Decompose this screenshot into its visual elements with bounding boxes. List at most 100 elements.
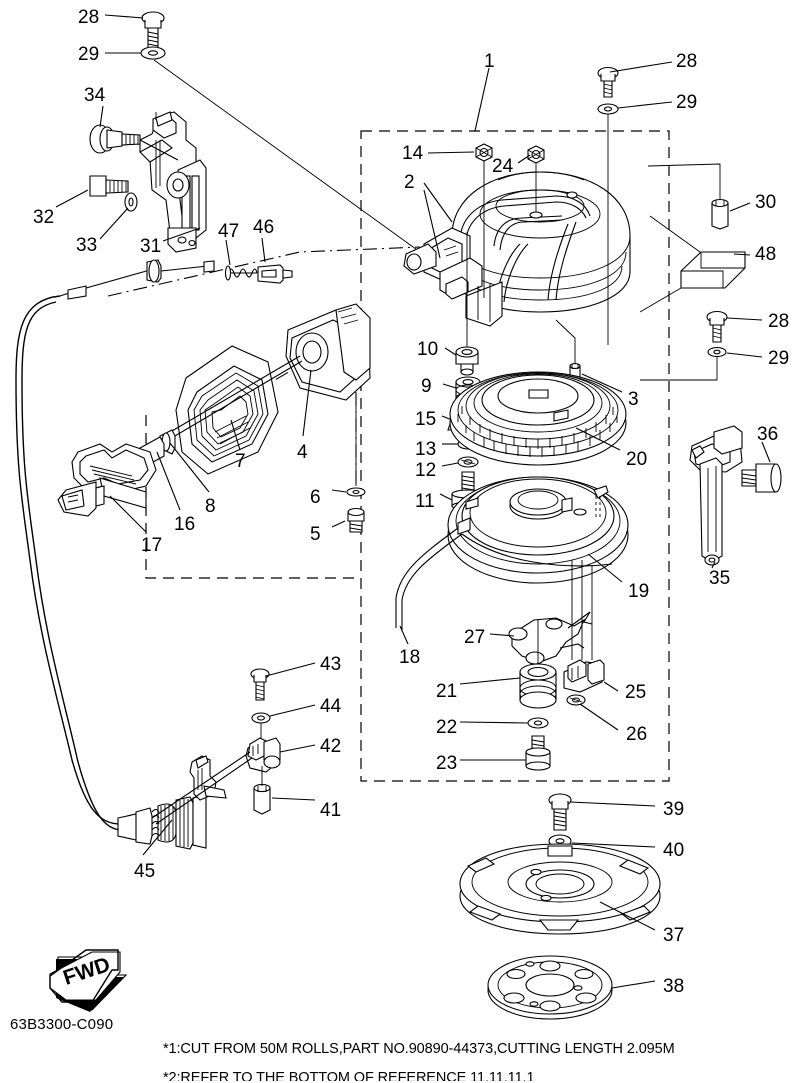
callout-label-38: 38	[663, 976, 685, 997]
callout-label-29a: 29	[78, 44, 100, 65]
callout-label-29c: 29	[768, 348, 790, 369]
leader-29b	[617, 101, 673, 109]
callout-label-23: 23	[436, 753, 458, 774]
callout-label-2: 2	[404, 172, 415, 193]
leader-6	[331, 489, 347, 493]
part-12-washer	[457, 456, 479, 468]
callout-label-24: 24	[492, 156, 514, 177]
fwd-direction-marker: FWD	[49, 949, 128, 1012]
callout-label-46: 46	[253, 217, 275, 238]
footnote-2: *2:REFER TO THE BOTTOM OF REFERENCE 11.1…	[163, 1070, 535, 1081]
leader-28c	[726, 317, 763, 321]
callout-label-14: 14	[402, 143, 424, 164]
callout-label-47: 47	[218, 221, 240, 242]
part-14-nut	[475, 143, 493, 162]
part-28-bolt-right	[706, 310, 728, 343]
part-30-bushing	[711, 198, 729, 230]
callout-label-19: 19	[628, 581, 650, 602]
leader-24	[517, 154, 531, 164]
leader-41	[271, 797, 316, 801]
leader-30	[729, 202, 751, 212]
leader-26	[579, 703, 619, 731]
callout-label-32: 32	[33, 207, 55, 228]
callout-label-28c: 28	[768, 311, 790, 332]
leader-8	[169, 442, 210, 493]
part-17-hook-bracket	[57, 443, 157, 517]
callout-label-25: 25	[625, 682, 647, 703]
leader-5	[331, 520, 346, 528]
leader-43	[265, 662, 316, 677]
callout-label-22: 22	[436, 717, 458, 738]
callout-label-44: 44	[320, 696, 342, 717]
leader-10	[444, 347, 457, 356]
part-7-handle	[175, 345, 279, 475]
leader-2	[423, 182, 453, 223]
leader-44	[269, 704, 316, 717]
part-19-sheave-drum	[447, 476, 629, 584]
part-39-bolt	[548, 793, 572, 831]
part-29-washer-top-left	[140, 46, 166, 60]
leader-39	[569, 801, 656, 807]
leader-7	[230, 419, 241, 451]
group-boundary-1	[360, 130, 670, 782]
part-21-bushing	[519, 663, 557, 709]
part-33-washer	[124, 192, 138, 212]
part-26-clip	[566, 694, 586, 706]
leader-14	[427, 151, 475, 154]
leader-9	[442, 383, 457, 389]
leader-38	[611, 980, 656, 989]
leader-34	[99, 105, 104, 128]
callout-label-34: 34	[84, 85, 106, 106]
callout-label-36: 36	[757, 424, 779, 445]
part-43-bolt	[250, 668, 270, 701]
leader-21	[459, 677, 521, 685]
callout-label-40: 40	[663, 840, 685, 861]
part-46-grommet	[257, 264, 293, 284]
callout-label-7: 7	[235, 451, 246, 472]
leader-33	[99, 207, 129, 240]
callout-label-15: 15	[415, 409, 437, 430]
leader-17	[109, 495, 147, 533]
callout-label-5: 5	[310, 524, 321, 545]
callout-label-17: 17	[141, 535, 163, 556]
leader-28a	[104, 14, 144, 19]
callout-label-21: 21	[436, 681, 458, 702]
callout-label-11: 11	[415, 491, 435, 512]
part-2-starter-housing	[403, 171, 631, 327]
part-44-washer	[251, 712, 271, 724]
part-27-pawl-spring	[508, 611, 593, 665]
leader-47	[225, 239, 231, 266]
part-28-bolt-top-right	[597, 66, 619, 98]
part-42-cable-clamp	[245, 737, 281, 773]
leader-28b	[609, 61, 673, 73]
part-28-bolt-top-left	[141, 11, 165, 49]
callout-label-12: 12	[415, 460, 437, 481]
callout-label-48: 48	[755, 244, 777, 265]
part-32-bolt	[89, 175, 129, 197]
part-8-cable-upper	[59, 259, 215, 300]
leader-27	[489, 633, 515, 637]
leader-25	[603, 681, 619, 692]
leader-18	[399, 625, 409, 645]
callout-label-18: 18	[399, 647, 421, 668]
leader-31	[162, 227, 201, 242]
leader-19	[587, 553, 623, 583]
callout-label-26: 26	[626, 724, 648, 745]
callout-label-20: 20	[626, 449, 648, 470]
part-18-starter-rope	[395, 527, 613, 630]
leader-36	[761, 441, 771, 463]
part-6-washer	[346, 487, 366, 497]
leader-20	[575, 427, 621, 451]
leader-12	[441, 462, 459, 467]
leader-16	[156, 451, 181, 511]
part-24-nut	[527, 145, 545, 164]
leader-29a-ext	[153, 59, 421, 253]
callout-label-30: 30	[755, 192, 777, 213]
leader-42	[279, 744, 316, 753]
part-4-knob	[285, 303, 371, 401]
callout-label-4: 4	[297, 442, 308, 463]
part-5-bolt	[347, 507, 365, 533]
callout-label-43: 43	[320, 654, 342, 675]
part-10-bushing	[455, 346, 479, 376]
